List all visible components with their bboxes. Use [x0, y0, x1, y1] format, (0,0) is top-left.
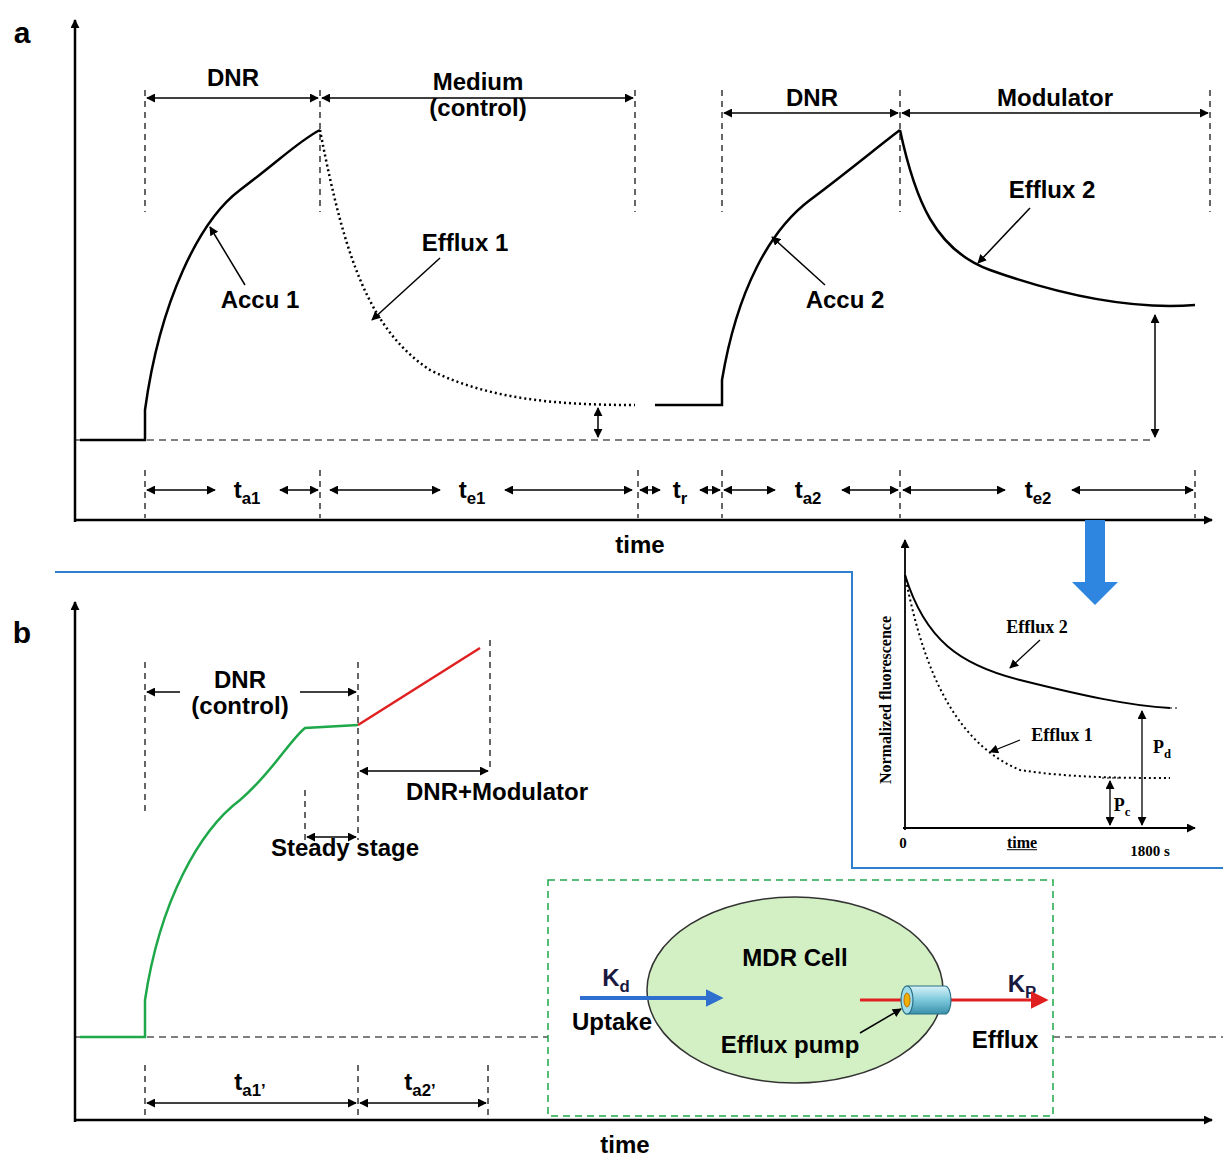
interval-label: tr	[673, 477, 688, 503]
curve-label: Efflux 2	[1009, 177, 1096, 203]
rate-constant: Kd	[602, 965, 630, 991]
curve-label: Efflux 2	[1006, 618, 1068, 638]
flux-label: Uptake	[572, 1009, 652, 1035]
phase-label: DNR (control)	[180, 667, 300, 720]
panel-b	[75, 602, 1223, 1122]
axis-label: time	[615, 532, 664, 558]
efflux-pump	[901, 986, 951, 1014]
panel-letter: a	[14, 16, 31, 49]
flux-label: Efflux	[972, 1027, 1039, 1053]
interval-label: ta1	[234, 477, 261, 503]
interval-label: ta1’	[234, 1069, 265, 1095]
phase-label: Steady stage	[271, 835, 419, 861]
axis-label: time	[1007, 834, 1037, 852]
interval-label: ta2’	[404, 1069, 435, 1095]
panel-letter: b	[13, 616, 31, 649]
panel-separator	[55, 572, 1223, 868]
interval-label: te2	[1025, 477, 1052, 503]
curve-label: Efflux 1	[422, 230, 509, 256]
parameter-label: Pd	[1153, 738, 1171, 758]
axis-label: time	[600, 1132, 649, 1158]
tick-label: 1800 s	[1130, 843, 1170, 860]
inset-plot	[903, 540, 1195, 830]
rate-constant: KP	[1008, 971, 1037, 997]
cell-ellipse: MDR CellEfflux pump	[645, 895, 945, 1085]
curve-label: Accu 1	[221, 287, 300, 313]
pointer-arrow	[860, 1009, 901, 1033]
cell-title: MDR Cell	[742, 944, 847, 972]
phase-label: Modulator	[997, 85, 1113, 111]
panel-a	[75, 20, 1212, 522]
tick-label: 0	[899, 835, 907, 852]
curve-label: Efflux 1	[1031, 726, 1093, 746]
curve-label: Accu 2	[806, 287, 885, 313]
interval-label: te1	[459, 477, 486, 503]
efflux-arrow	[860, 999, 1045, 1002]
cell-outline	[647, 897, 943, 1083]
parameter-label: Pc	[1114, 796, 1131, 816]
phase-label: DNR	[786, 85, 838, 111]
phase-label: Medium (control)	[408, 69, 548, 122]
phase-label: DNR	[207, 65, 259, 91]
axis-label: Normalized fluorescence	[877, 616, 895, 784]
blue-down-arrow	[1072, 520, 1118, 605]
phase-label: DNR+Modulator	[406, 779, 588, 805]
uptake-arrow	[580, 996, 720, 1000]
interval-label: ta2	[795, 477, 822, 503]
pump-label: Efflux pump	[721, 1031, 860, 1059]
